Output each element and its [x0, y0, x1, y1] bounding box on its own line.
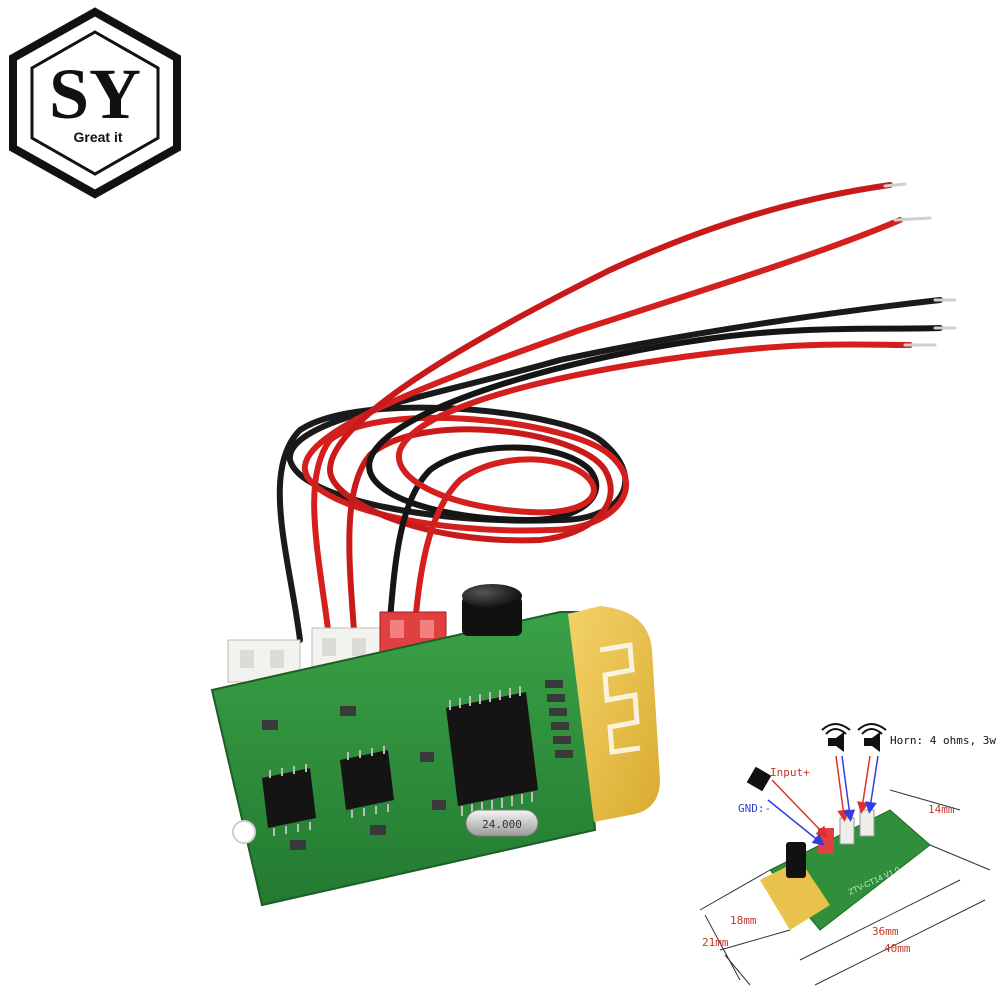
diagram-antenna	[760, 860, 830, 930]
dimension-lines	[699, 789, 991, 986]
diagram-connector-white-1	[839, 817, 855, 845]
wire-black-loop	[276, 297, 943, 643]
antenna-trace	[599, 642, 641, 755]
pcb-antenna	[568, 606, 660, 822]
wire-black-loop-2	[366, 325, 943, 623]
logo-letters: SY	[49, 54, 141, 134]
smd-components	[262, 680, 573, 850]
arrow-speaker-right-red	[856, 755, 871, 814]
crystal-marking: 24.000	[482, 818, 522, 831]
wire-red-loop-3	[395, 341, 913, 628]
amplifier-chip-right	[340, 746, 394, 818]
mounting-hole	[232, 820, 256, 844]
wire-tips	[883, 182, 957, 347]
audio-jack-icon	[746, 766, 772, 792]
horn-label: Horn: 4 ohms, 3w	[890, 734, 996, 747]
speaker-icon-right	[857, 723, 887, 752]
dimension-21mm: 21mm	[702, 936, 729, 949]
wire-bundle	[276, 182, 957, 648]
gnd-label: GND:-	[738, 802, 771, 815]
wiring-diagram: ZTV-CT14 V1.0 Horn: 4 ohms, 3w Input+	[699, 723, 996, 986]
arrow-speaker-left-blue	[841, 755, 856, 822]
dimension-14mm: 14mm	[928, 803, 955, 816]
arrow-gnd	[767, 799, 825, 846]
arrow-speaker-right-blue	[864, 755, 879, 814]
diagram-connector-red	[818, 828, 834, 854]
logo-hexagon-outer	[9, 7, 181, 199]
wire-red-loop-1	[301, 217, 903, 648]
diagram-connector-white-2	[859, 809, 875, 837]
dimension-18mm: 18mm	[730, 914, 757, 927]
diagram-capacitor	[786, 842, 806, 878]
amplifier-chip-left	[262, 764, 316, 836]
crystal-oscillator: 24.000	[465, 809, 539, 837]
bluetooth-chip	[446, 686, 538, 816]
dimension-40mm: 40mm	[884, 942, 911, 955]
input-label: Input+	[770, 766, 810, 779]
electrolytic-capacitor	[462, 584, 522, 636]
arrow-input	[771, 779, 829, 839]
brand-logo: SY Great it	[9, 7, 181, 199]
logo-tagline: Great it	[73, 129, 122, 145]
dimension-36mm: 36mm	[872, 925, 899, 938]
speaker-icon-left	[821, 723, 851, 752]
logo-hexagon-inner	[30, 30, 160, 176]
bluetooth-amplifier-board: 24.000	[210, 584, 660, 907]
arrow-speaker-left-red	[835, 755, 850, 822]
